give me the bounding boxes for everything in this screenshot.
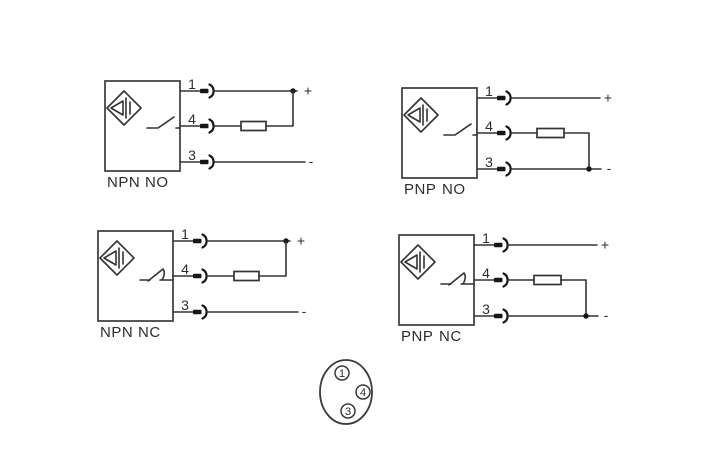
plug-pin-icon bbox=[494, 313, 503, 319]
connector-pinout: 1 4 3 bbox=[319, 359, 373, 425]
pin-label-1: 1 bbox=[188, 76, 196, 92]
minus-terminal: - bbox=[309, 153, 314, 169]
pin-label-1: 1 bbox=[181, 226, 189, 242]
connector-face bbox=[319, 359, 373, 425]
load-link-wire bbox=[563, 132, 590, 170]
plug-socket-icon bbox=[201, 304, 208, 320]
diagram-type-label: PNP bbox=[404, 181, 436, 198]
load-resistor bbox=[240, 120, 267, 132]
minus-terminal: - bbox=[302, 303, 307, 319]
plug-socket-icon bbox=[208, 154, 215, 170]
load-resistor bbox=[533, 274, 562, 286]
diagram-type-label: NPN bbox=[100, 324, 133, 341]
proximity-sensor-icon bbox=[400, 244, 436, 280]
plug-socket-icon bbox=[201, 233, 208, 249]
wiring-diagram-npn-no: 1 + 4 3 - NPN NO bbox=[104, 76, 314, 191]
plug-pin-icon bbox=[494, 277, 503, 283]
plug-pin-icon bbox=[200, 123, 209, 129]
diagram-logic-label: NO bbox=[145, 174, 169, 191]
diagram-logic-label: NC bbox=[439, 328, 462, 345]
sensor-body-box bbox=[401, 87, 478, 179]
diagram-type-label: PNP bbox=[401, 328, 433, 345]
connector-pin-1: 1 bbox=[334, 365, 350, 381]
plug-socket-icon bbox=[208, 118, 215, 134]
plug-socket-icon bbox=[502, 308, 509, 324]
plug-pin-icon bbox=[200, 88, 209, 94]
plug-socket-icon bbox=[502, 237, 509, 253]
plug-pin-icon bbox=[193, 238, 202, 244]
diagram-logic-label: NO bbox=[442, 181, 466, 198]
connector-pin-label-3: 3 bbox=[345, 406, 351, 418]
plus-terminal: + bbox=[604, 90, 612, 106]
minus-terminal: - bbox=[607, 160, 612, 176]
switch-nc-icon bbox=[139, 268, 174, 282]
connector-pin-label-1: 1 bbox=[339, 368, 345, 380]
pin-circle-icon bbox=[355, 384, 371, 400]
pin-label-3: 3 bbox=[188, 147, 196, 163]
plug-socket-icon bbox=[502, 272, 509, 288]
switch-no-icon bbox=[443, 123, 478, 136]
pin-label-1: 1 bbox=[482, 230, 490, 246]
minus-terminal: - bbox=[604, 307, 609, 323]
pin-circle-icon bbox=[340, 403, 356, 419]
plug-pin-icon bbox=[193, 273, 202, 279]
diagram-logic-label: NC bbox=[138, 324, 161, 341]
wiring-diagram-pnp-nc: 1 + 4 3 - PNP NC bbox=[398, 230, 609, 345]
switch-nc-icon bbox=[440, 272, 475, 286]
proximity-sensor-icon bbox=[99, 240, 135, 276]
pin-label-3: 3 bbox=[181, 297, 189, 313]
pin-label-4: 4 bbox=[181, 261, 189, 277]
sensor-body-box bbox=[104, 80, 181, 172]
plus-terminal: + bbox=[601, 237, 609, 253]
plug-pin-icon bbox=[497, 130, 506, 136]
pin-label-4: 4 bbox=[485, 118, 493, 134]
plus-terminal: + bbox=[297, 233, 305, 249]
proximity-sensor-icon bbox=[403, 97, 439, 133]
plug-pin-icon bbox=[494, 242, 503, 248]
load-resistor bbox=[536, 127, 565, 139]
plug-socket-icon bbox=[505, 90, 512, 106]
pin-circle-icon bbox=[334, 365, 350, 381]
sensor-body-box bbox=[398, 234, 475, 326]
plug-socket-icon bbox=[201, 268, 208, 284]
connector-pin-3: 3 bbox=[340, 403, 356, 419]
diagram-type-label: NPN bbox=[107, 174, 140, 191]
connector-pin-label-4: 4 bbox=[360, 387, 366, 399]
load-link-wire bbox=[265, 90, 294, 127]
pin-label-1: 1 bbox=[485, 83, 493, 99]
plug-socket-icon bbox=[505, 125, 512, 141]
pin-label-4: 4 bbox=[482, 265, 490, 281]
switch-no-icon bbox=[146, 116, 181, 129]
wiring-diagram-pnp-no: 1 + 4 3 - PNP NO bbox=[401, 83, 612, 198]
load-link-wire bbox=[560, 279, 587, 317]
plug-socket-icon bbox=[505, 161, 512, 177]
plug-pin-icon bbox=[497, 166, 506, 172]
load-resistor bbox=[233, 270, 260, 282]
junction-dot bbox=[583, 313, 589, 319]
plug-pin-icon bbox=[497, 95, 506, 101]
pin-label-3: 3 bbox=[482, 301, 490, 317]
pin-label-3: 3 bbox=[485, 154, 493, 170]
plug-socket-icon bbox=[208, 83, 215, 99]
plus-terminal: + bbox=[304, 83, 312, 99]
sensor-body-box bbox=[97, 230, 174, 322]
proximity-sensor-icon bbox=[106, 90, 142, 126]
wiring-diagram-npn-nc: 1 + 4 3 - NPN NC bbox=[97, 226, 307, 341]
pin-label-4: 4 bbox=[188, 111, 196, 127]
plug-pin-icon bbox=[193, 309, 202, 315]
junction-dot bbox=[586, 166, 592, 172]
connector-pin-4: 4 bbox=[355, 384, 371, 400]
plug-pin-icon bbox=[200, 159, 209, 165]
load-link-wire bbox=[258, 240, 287, 277]
